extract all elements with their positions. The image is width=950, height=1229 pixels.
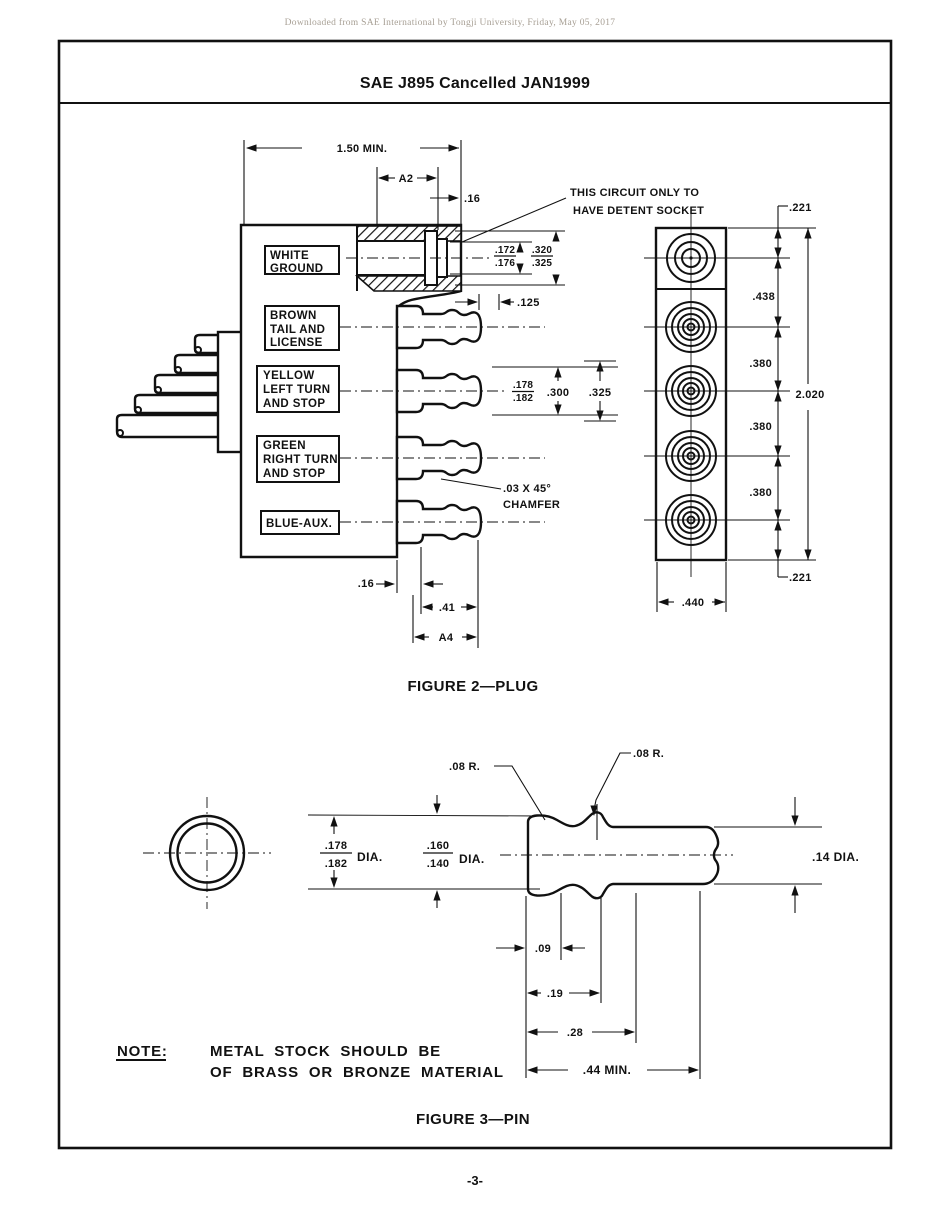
circuit2-label-line2: TAIL AND (270, 324, 325, 336)
dim-overall-length: 1.50 MIN. (337, 143, 387, 155)
dim-socket-od-lo: .325 (532, 258, 553, 269)
chamfer-line2: CHAMFER (503, 499, 560, 511)
socket-circuit4 (665, 430, 717, 482)
dim-bottom-16: .16 (358, 578, 374, 590)
page-number: -3- (467, 1173, 483, 1188)
dim-mid-dia-suffix: DIA. (459, 852, 485, 866)
dim-44-min: .44 MIN. (583, 1063, 632, 1077)
dim-19: .19 (547, 988, 563, 1000)
socket-dimensions: .172 .176 .320 .325 .125 (450, 230, 565, 310)
detent-note-line2: HAVE DETENT SOCKET (573, 205, 704, 217)
terminal-dimensions: .178 .182 .300 .325 (492, 360, 618, 422)
figure2-plug: WHITE GROUND BROWN TAIL AND LICENSE YELL… (115, 140, 824, 695)
circuit-label-boxes: WHITE GROUND BROWN TAIL AND LICENSE YELL… (256, 245, 340, 535)
detent-callout: THIS CIRCUIT ONLY TO HAVE DETENT SOCKET (461, 187, 704, 243)
dim-mid-dia-hi: .160 (427, 840, 450, 852)
page-title: SAE J895 Cancelled JAN1999 (360, 75, 590, 92)
circuit5-label-line1: BLUE-AUX. (266, 518, 332, 530)
detent-note-line1: THIS CIRCUIT ONLY TO (570, 187, 699, 199)
dim-28: .28 (567, 1027, 583, 1039)
note-label: NOTE: (117, 1043, 168, 1060)
circuit2-label-line3: LICENSE (270, 337, 323, 349)
wire-bundle (115, 330, 244, 454)
socket-circuit3 (665, 365, 717, 417)
dim-221-top: .221 (789, 202, 812, 214)
dim-440: .440 (682, 597, 705, 609)
figure3-caption: FIGURE 3—PIN (416, 1111, 530, 1128)
circuit4-label-line3: AND STOP (263, 468, 325, 480)
dim-head-dia-hi: .178 (325, 840, 348, 852)
socket-circuit2 (665, 301, 717, 353)
note-line2: OF BRASS OR BRONZE MATERIAL (210, 1064, 504, 1081)
dim-top-16: .16 (464, 193, 480, 205)
dim-2020: 2.020 (795, 389, 824, 401)
note-line1: METAL STOCK SHOULD BE (210, 1043, 441, 1060)
figure3-pin: .08 R. .08 R. .178 .182 DIA. .160 .140 (116, 748, 859, 1128)
dim-pin-bore-hi: .178 (513, 380, 534, 391)
end-view-dimensions: .221 .438 .380 .380 .380 2.020 .221 .440 (656, 202, 824, 612)
dim-head-dia-lo: .182 (325, 858, 348, 870)
tip-diameter-dimension: .14 DIA. (714, 797, 859, 913)
dim-pin-bore-lo: .182 (513, 393, 534, 404)
dim-pin-325: .325 (589, 387, 612, 399)
dim-380-b: .380 (749, 421, 772, 433)
dim-tip-dia: .14 DIA. (812, 850, 859, 864)
circuit3-label-line2: LEFT TURN (263, 384, 330, 396)
dim-380-c: .380 (749, 487, 772, 499)
circuit3-label-line3: AND STOP (263, 398, 325, 410)
socket-circuit1 (666, 233, 716, 283)
circuit2-label-line1: BROWN (270, 310, 317, 322)
fig2-top-dimensions: 1.50 MIN. A2 .16 (243, 140, 480, 230)
dim-radius-right: .08 R. (633, 748, 664, 760)
dim-a4: A4 (439, 632, 454, 644)
terminals (395, 304, 483, 545)
dim-380-a: .380 (749, 358, 772, 370)
circuit4-label-line2: RIGHT TURN (263, 454, 338, 466)
fig2-bottom-dimensions: .16 .41 A4 (358, 540, 479, 648)
dim-socket-bore-hi: .172 (495, 245, 516, 256)
chamfer-line1: .03 X 45° (503, 483, 551, 495)
socket-circuit5 (665, 494, 717, 546)
pin-diameter-dimensions: .178 .182 DIA. .160 .140 DIA. (307, 795, 541, 908)
chamfer-callout: .03 X 45° CHAMFER (440, 478, 560, 511)
pin-side-view (500, 804, 733, 900)
dim-pin-300: .300 (547, 387, 570, 399)
radius-callouts: .08 R. .08 R. (449, 748, 664, 821)
dim-bottom-41: .41 (439, 602, 455, 614)
circuit4-label-line1: GREEN (263, 440, 306, 452)
dim-radius-left: .08 R. (449, 761, 480, 773)
watermark-text: Downloaded from SAE International by Ton… (285, 17, 616, 28)
circuit1-label-line2: GROUND (270, 263, 324, 275)
material-note: NOTE: METAL STOCK SHOULD BE OF BRASS OR … (116, 1043, 504, 1081)
dim-mid-dia-lo: .140 (427, 858, 450, 870)
pin-length-dimensions: .09 .19 .28 .44 MIN. (496, 891, 701, 1079)
figure2-caption: FIGURE 2—PLUG (407, 678, 538, 695)
pin-end-view (143, 797, 271, 909)
page-frame (57, 39, 893, 1150)
dim-a2: A2 (399, 173, 414, 185)
dim-221-bottom: .221 (789, 572, 812, 584)
plug-end-view (644, 213, 790, 577)
dim-438: .438 (752, 291, 775, 303)
dim-socket-od-hi: .320 (532, 245, 553, 256)
dim-lip-125: .125 (517, 297, 540, 309)
circuit1-label-line1: WHITE (270, 250, 309, 262)
dim-09: .09 (535, 943, 551, 955)
dim-socket-bore-lo: .176 (495, 258, 516, 269)
row-centerlines (340, 257, 545, 523)
circuit3-label-line1: YELLOW (263, 370, 315, 382)
dim-head-dia-suffix: DIA. (357, 850, 383, 864)
